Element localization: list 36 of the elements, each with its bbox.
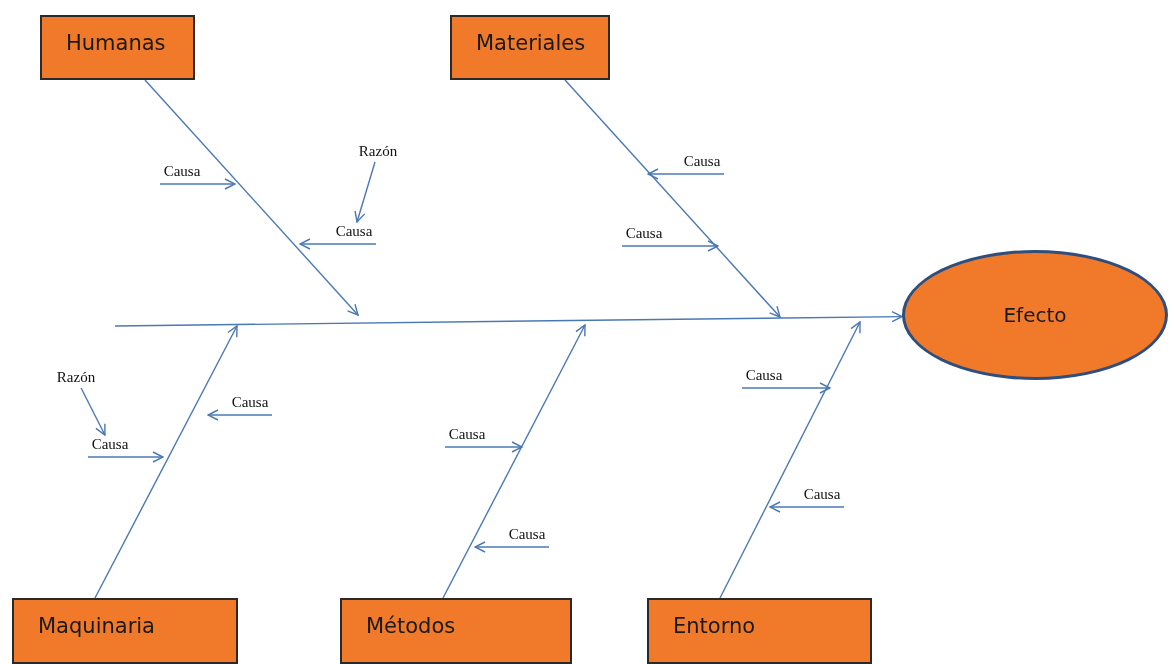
category-box: Métodos — [340, 598, 572, 664]
reason-label: Razón — [352, 142, 404, 162]
arrow — [444, 441, 523, 453]
bone-arrow — [442, 324, 586, 599]
effect-ellipse: Efecto — [902, 250, 1168, 380]
bone-arrow — [144, 79, 359, 316]
cause-label: Causa — [445, 425, 489, 445]
bone-arrow — [564, 79, 781, 318]
bone-arrow — [719, 321, 861, 599]
arrow — [159, 178, 236, 190]
arrow — [621, 240, 719, 252]
cause-label: Causa — [742, 366, 786, 386]
cause-label: Causa — [228, 393, 272, 413]
cause-label: Causa — [332, 222, 376, 242]
category-box: Maquinaria — [12, 598, 238, 664]
cause-label: Causa — [622, 224, 666, 244]
arrow — [354, 161, 376, 223]
category-box: Entorno — [647, 598, 872, 664]
arrow — [741, 382, 831, 394]
spine-arrow — [114, 311, 903, 327]
category-box: Materiales — [450, 15, 610, 80]
arrow — [87, 451, 164, 463]
arrow — [80, 387, 106, 436]
bone-arrow — [94, 325, 238, 599]
cause-label: Causa — [680, 152, 724, 172]
cause-label: Causa — [160, 162, 204, 182]
arrow — [474, 541, 550, 553]
arrow — [207, 409, 273, 421]
category-box: Humanas — [40, 15, 195, 80]
cause-label: Causa — [88, 435, 132, 455]
cause-label: Causa — [800, 485, 844, 505]
arrow — [299, 238, 377, 250]
arrow — [647, 168, 725, 180]
reason-label: Razón — [50, 368, 102, 388]
cause-label: Causa — [505, 525, 549, 545]
arrow — [769, 501, 845, 513]
